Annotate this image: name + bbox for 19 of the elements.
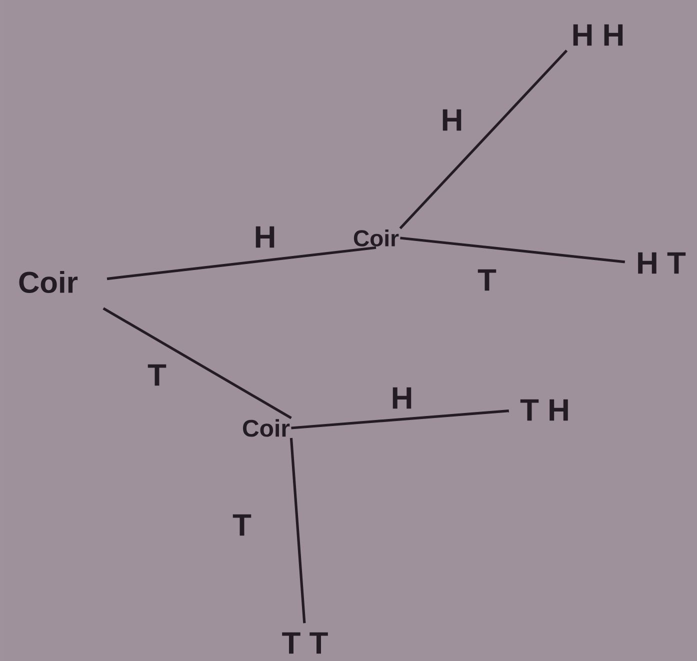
branch-line xyxy=(291,409,509,430)
branch-line xyxy=(106,246,376,280)
outcome-label: Coir xyxy=(243,419,290,437)
outcome-label: T H xyxy=(520,399,568,421)
edge-label: T xyxy=(148,364,166,386)
branch-line xyxy=(399,50,568,230)
edge-label: T xyxy=(478,269,496,291)
edge-label: H xyxy=(256,226,274,248)
outcome-label: T T xyxy=(282,632,328,654)
outcome-label: H T xyxy=(638,252,686,274)
edge-label: H xyxy=(392,387,412,409)
edge-label: T xyxy=(232,514,252,536)
branch-line xyxy=(102,307,292,420)
branch-line xyxy=(400,236,626,264)
outcome-label: H H xyxy=(573,24,623,46)
outcome-label: Coir xyxy=(354,230,399,246)
branch-line xyxy=(290,438,306,624)
outcome-label: Coir xyxy=(19,270,78,294)
edge-label: H xyxy=(442,109,462,131)
